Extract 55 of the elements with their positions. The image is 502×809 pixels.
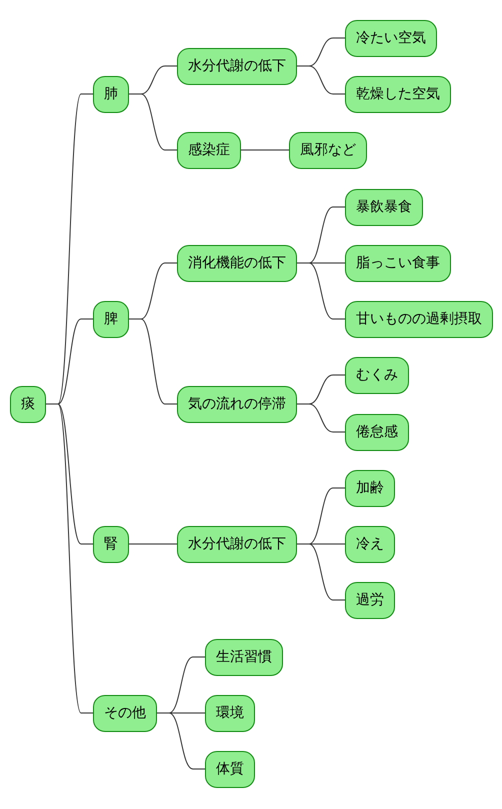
topic-box [345, 188, 423, 226]
topic-label: 消化機能の低下 [188, 254, 286, 272]
connector-line [128, 94, 178, 150]
topic-label: 冷え [356, 534, 384, 554]
topic-box [205, 694, 255, 732]
topic-label: 脂っこい食事 [356, 254, 440, 272]
topic-box [345, 526, 395, 562]
topic-box [345, 470, 395, 506]
topic-box [205, 638, 283, 676]
topic-label: 暴飲暴食 [356, 198, 412, 216]
topic-box [345, 20, 437, 56]
topic-label: 環境 [216, 704, 244, 722]
topic-box [289, 132, 367, 168]
topic-label: 気の流れの停滞 [188, 394, 286, 414]
topic-label: 乾燥した空気 [356, 84, 440, 104]
connector-line [296, 544, 346, 600]
topic-box [93, 526, 129, 562]
topic-label: 感染症 [188, 140, 230, 160]
topic-label: 水分代謝の低下 [188, 534, 286, 554]
connector-line [296, 66, 346, 94]
topic-label: 風邪など [300, 140, 356, 160]
topic-label: 水分代謝の低下 [188, 56, 286, 76]
topic-box [345, 582, 395, 618]
topic-box [93, 300, 129, 338]
connector-line [296, 404, 346, 432]
connector-line [296, 262, 346, 320]
topic-box [345, 356, 409, 394]
topic-box [345, 414, 409, 450]
topic-box [93, 76, 129, 112]
topic-label: 生活習慣 [216, 648, 272, 666]
topic-box [345, 244, 451, 282]
topic-box [205, 750, 255, 788]
topic-box [177, 244, 297, 282]
topic-box [177, 526, 297, 562]
topic-label: 肺 [104, 84, 118, 104]
topic-label: 冷たい空気 [356, 28, 426, 48]
topic-box [345, 76, 451, 112]
topic-label: 脾 [104, 310, 118, 328]
topic-label: 痰 [21, 394, 35, 414]
topic-label: 腎 [104, 534, 118, 554]
topic-box [345, 300, 493, 338]
topic-label: むくみ [356, 366, 398, 384]
topic-box [177, 132, 241, 168]
topic-box [177, 386, 297, 422]
topic-label: その他 [104, 704, 146, 722]
topic-box [93, 694, 157, 732]
topic-label: 倦怠感 [356, 422, 398, 442]
topic-label: 過労 [356, 590, 384, 610]
root-topic-box [10, 386, 46, 422]
topic-label: 加齢 [356, 478, 384, 498]
connector-line [156, 712, 206, 770]
topic-box [177, 48, 297, 84]
topic-label: 体質 [216, 760, 244, 778]
topic-label: 甘いものの過剰摂取 [356, 310, 482, 328]
connector-line [128, 318, 178, 404]
